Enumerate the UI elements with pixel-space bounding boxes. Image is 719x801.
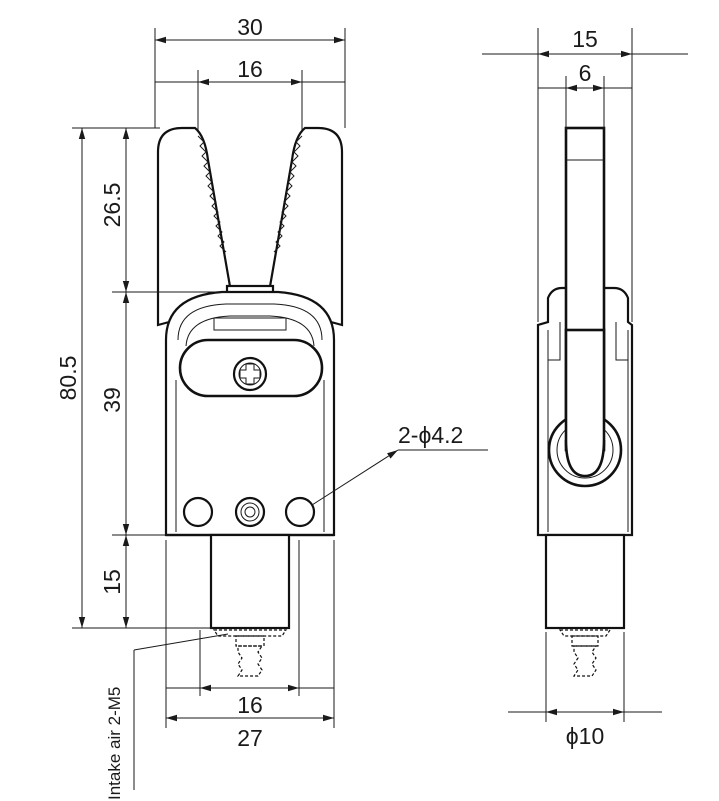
dim-front-height-80-5: 80.5 [55,356,81,401]
left-jaw [156,126,234,327]
body-slot [213,317,287,331]
dim-front-stem-width-16: 16 [237,692,263,718]
dim-front-jaw-opening-16: 16 [237,56,263,82]
dim-front-body-height-39: 39 [99,387,125,413]
front-dimensions: 30 16 80.5 26.5 39 15 16 27 [55,14,488,800]
body-inner-arch [177,303,323,341]
side-view [536,126,634,677]
right-jaw-teeth [273,135,303,253]
side-stem [544,533,626,630]
dim-side-jaw-width-6: 6 [579,60,592,86]
dim-front-stem-height-15: 15 [99,569,125,595]
side-pivot [547,328,623,488]
front-stem [209,533,291,630]
side-dimensions: 15 6 ϕ10 [482,26,688,749]
mount-hole-left [182,496,214,528]
side-air-fitting [558,629,612,677]
dim-front-jaw-height-26-5: 26.5 [99,183,125,228]
phillips-screw-icon [232,356,268,392]
note-intake-air: Intake air 2-M5 [105,687,124,800]
mount-hole-right [284,496,316,528]
air-port-center [234,496,266,528]
dim-side-width-15: 15 [572,26,598,52]
body-inner-arch-2 [185,315,315,347]
left-jaw-teeth [197,135,227,253]
dim-front-base-width-27: 27 [237,725,263,751]
note-mount-holes: 2-ϕ4.2 [398,422,463,448]
front-view [156,126,344,677]
right-jaw [266,126,344,327]
dim-front-width-30: 30 [237,14,263,40]
front-air-fitting [212,629,288,677]
dim-side-stem-diameter-10: ϕ10 [566,723,604,749]
